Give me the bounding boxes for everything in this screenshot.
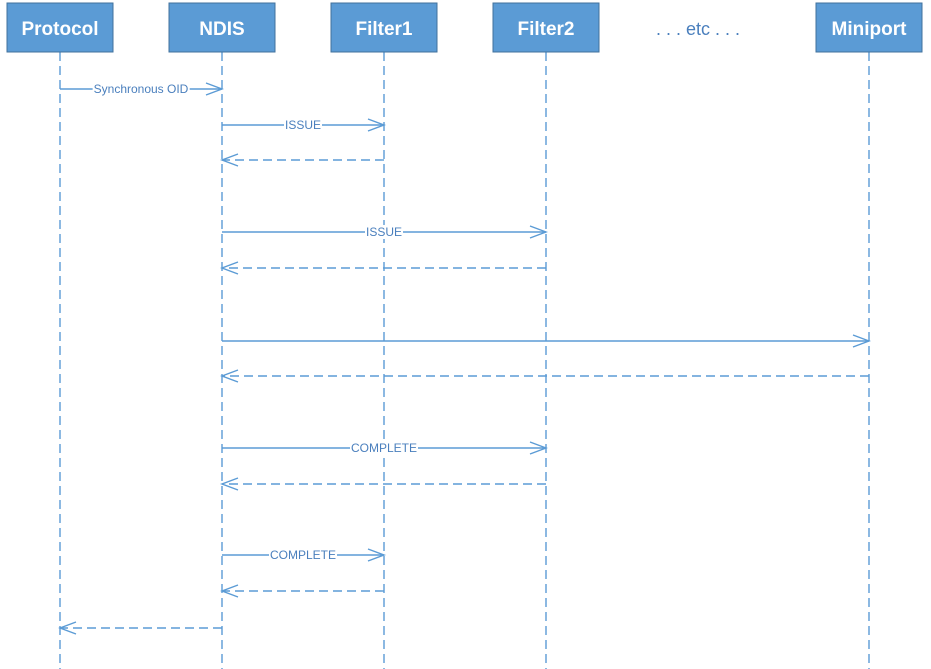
arrowhead-2 [367,118,386,132]
participant-label-ndis: NDIS [199,19,244,40]
message-5 [220,261,546,275]
participant-label-filter1: Filter1 [355,19,412,40]
participant-box-protocol [6,2,114,53]
message-label-8: COMPLETE [351,441,417,455]
arrowhead-6 [852,334,871,348]
arrowhead-9 [220,477,239,491]
message-4: ISSUE [222,225,548,239]
message-6 [222,334,871,348]
message-3 [220,153,384,167]
arrowhead-3 [220,153,239,167]
participant-label-etc: . . . etc . . . [656,19,740,39]
message-10: COMPLETE [222,548,386,562]
message-label-2: ISSUE [285,118,321,132]
participant-box-filter1 [330,2,438,53]
message-label-bg-2 [283,118,323,132]
message-7 [220,369,869,383]
message-2: ISSUE [222,118,386,132]
message-label-bg-8 [349,441,419,455]
message-label-bg-4 [364,225,404,239]
arrowhead-10 [367,548,386,562]
messages: Synchronous OID ISSUE ISSUE COMPLETE COMPLET… [58,82,871,635]
participant-box-miniport [815,2,923,53]
arrowhead-1 [205,82,224,96]
message-12 [58,621,222,635]
message-8: COMPLETE [222,441,548,455]
participant-headers: Protocol NDIS Filter1 Filter2 . . . etc . . … [6,2,923,53]
arrowhead-4 [529,225,548,239]
arrowhead-8 [529,441,548,455]
message-label-10: COMPLETE [270,548,336,562]
message-label-bg-1 [92,82,190,96]
message-label-4: ISSUE [366,225,402,239]
message-1: Synchronous OID [60,82,224,96]
participant-label-filter2: Filter2 [517,19,574,40]
message-label-1: Synchronous OID [94,82,189,96]
arrowhead-11 [220,584,239,598]
arrowhead-5 [220,261,239,275]
message-9 [220,477,546,491]
arrowhead-7 [220,369,239,383]
participant-box-filter2 [492,2,600,53]
participant-box-ndis [168,2,276,53]
participant-label-miniport: Miniport [832,19,908,40]
participant-label-protocol: Protocol [21,19,98,40]
message-11 [220,584,384,598]
arrowhead-12 [58,621,77,635]
message-label-bg-10 [268,548,338,562]
lifelines [59,52,870,669]
